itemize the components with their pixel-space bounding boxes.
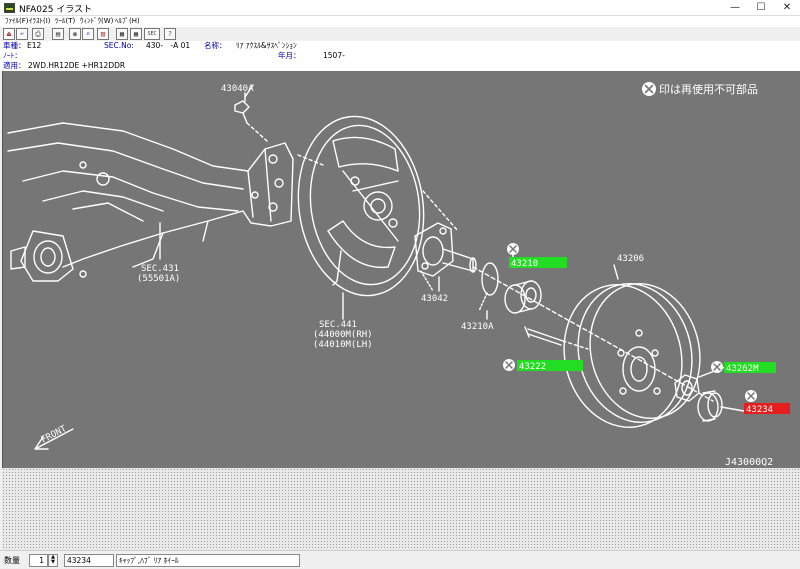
minimize-button[interactable]: — [730, 2, 740, 13]
year-label: 年月： [278, 51, 301, 60]
callout-44000m[interactable]: (44000M(RH) [313, 330, 373, 340]
apply-value: 2WD.HR12DE +HR12DDR [28, 61, 126, 70]
window-title: NFA025 イラスト [19, 5, 93, 15]
maximize-button[interactable]: ☐ [756, 2, 766, 13]
callout-43210[interactable]: 43210 [511, 259, 538, 269]
callout-43262m[interactable]: 43262M [726, 364, 759, 374]
legend-text: 印は再使用不可部品 [659, 82, 758, 96]
quantity-stepper[interactable]: ▲▼ [48, 554, 58, 567]
parts-diagram: 印は再使用不可部品 [7, 82, 790, 468]
name-label: 名称： [204, 41, 227, 50]
callout-labels: 43040A SEC.431 (55501A) SEC.441 (44000M(… [137, 84, 644, 350]
app-icon [4, 3, 15, 13]
circle-icon[interactable]: ● [69, 28, 81, 40]
menu-illust[interactable]: ｲﾗｽﾄ(I) [29, 17, 51, 25]
part-number-field[interactable]: 43234 [64, 554, 114, 567]
sec-value: 430- -A 01 [146, 41, 191, 50]
legend: 印は再使用不可部品 [642, 82, 758, 96]
callout-43234[interactable]: 43234 [746, 405, 773, 415]
brake-backing-plate [297, 115, 425, 297]
wheel-bearing [504, 280, 542, 314]
menu-window[interactable]: ｳｨﾝﾄﾞｳ(W) [80, 17, 114, 25]
callout-55501a[interactable]: (55501A) [137, 274, 180, 284]
quantity-field[interactable]: 1 [29, 554, 48, 567]
info-header: 車種： E12 SEC.No: 430- -A 01 名称： ﾘｱ ｱｸｽﾙ&ｻ… [0, 41, 800, 71]
callout-sec-431[interactable]: SEC.431 [141, 264, 179, 274]
grid2-icon[interactable]: ▦ [130, 28, 142, 40]
callout-43206[interactable]: 43206 [617, 254, 644, 264]
title-bar: NFA025 イラスト — ☐ ✕ [0, 0, 800, 16]
note-label: ﾉｰﾄ： [3, 51, 22, 60]
callout-43042[interactable]: 43042 [421, 294, 448, 304]
menu-file[interactable]: ﾌｧｲﾙ(F) [5, 17, 29, 25]
callout-43222[interactable]: 43222 [519, 362, 546, 372]
zoom-icon[interactable]: ⌕ [82, 28, 94, 40]
cross-mark [644, 84, 654, 94]
toolbar: ⏏ ↶ ⎙ ▤ ● ⌕ ▥ ▦ ▦ SEC ? [0, 27, 800, 41]
close-button[interactable]: ✕ [782, 2, 792, 13]
front-label: FRONT [40, 424, 69, 446]
menu-help[interactable]: ﾍﾙﾌﾟ(H) [115, 17, 140, 25]
exit-icon[interactable]: ⏏ [3, 28, 15, 40]
part-name-field[interactable]: ｷｬｯﾌﾟ,ﾊﾌﾞ ﾘｱ ﾎｲｰﾙ [116, 554, 300, 567]
hub-cap [697, 390, 723, 422]
model-label: 車種： [3, 41, 26, 50]
help-icon[interactable]: ? [164, 28, 176, 40]
highlight-43234[interactable]: 43234 [744, 390, 790, 415]
hub-bolt [524, 326, 589, 350]
highlight-43210[interactable]: 43210 [507, 243, 567, 269]
dotted-area [2, 468, 800, 550]
list-icon[interactable]: ▤ [52, 28, 64, 40]
callout-43040a[interactable]: 43040A [221, 84, 254, 94]
figure-code: J43000Q2 [725, 457, 773, 468]
callout-43210a[interactable]: 43210A [461, 322, 494, 332]
menu-bar: ﾌｧｲﾙ(F) ｲﾗｽﾄ(I) ﾂｰﾙ(T) ｳｨﾝﾄﾞｳ(W) ﾍﾙﾌﾟ(H) [0, 16, 800, 27]
apply-label: 適用： [3, 61, 26, 70]
diagram-canvas[interactable]: 印は再使用不可部品 [2, 71, 800, 468]
undo-icon[interactable]: ↶ [16, 28, 28, 40]
callout-sec-441[interactable]: SEC.441 [319, 320, 357, 330]
snap-ring [478, 262, 499, 312]
highlight-43262m[interactable]: 43262M [711, 361, 776, 374]
hub-flange [414, 222, 477, 292]
highlight-43222[interactable]: 43222 [503, 359, 583, 372]
status-bar: 数量 1 ▲▼ 43234 ｷｬｯﾌﾟ,ﾊﾌﾞ ﾘｱ ﾎｲｰﾙ [0, 550, 800, 569]
sec-label: SEC.No: [104, 41, 134, 50]
book-icon[interactable]: ▥ [97, 28, 109, 40]
grid-icon[interactable]: ▦ [116, 28, 128, 40]
name-value: ﾘｱ ｱｸｽﾙ&ｻｽﾍﾟﾝｼｮﾝ [236, 41, 297, 50]
rear-axle-beam [7, 122, 294, 282]
front-arrow: FRONT [34, 424, 74, 450]
menu-tools[interactable]: ﾂｰﾙ(T) [55, 17, 76, 25]
quantity-label: 数量 [4, 556, 20, 565]
print-icon[interactable]: ⎙ [32, 28, 44, 40]
bolt-43040a [234, 92, 268, 142]
model-value: E12 [27, 41, 42, 50]
year-value: 1507- [323, 51, 345, 60]
callout-44010m[interactable]: (44010M(LH) [313, 340, 373, 350]
sec-icon[interactable]: SEC [144, 28, 160, 40]
